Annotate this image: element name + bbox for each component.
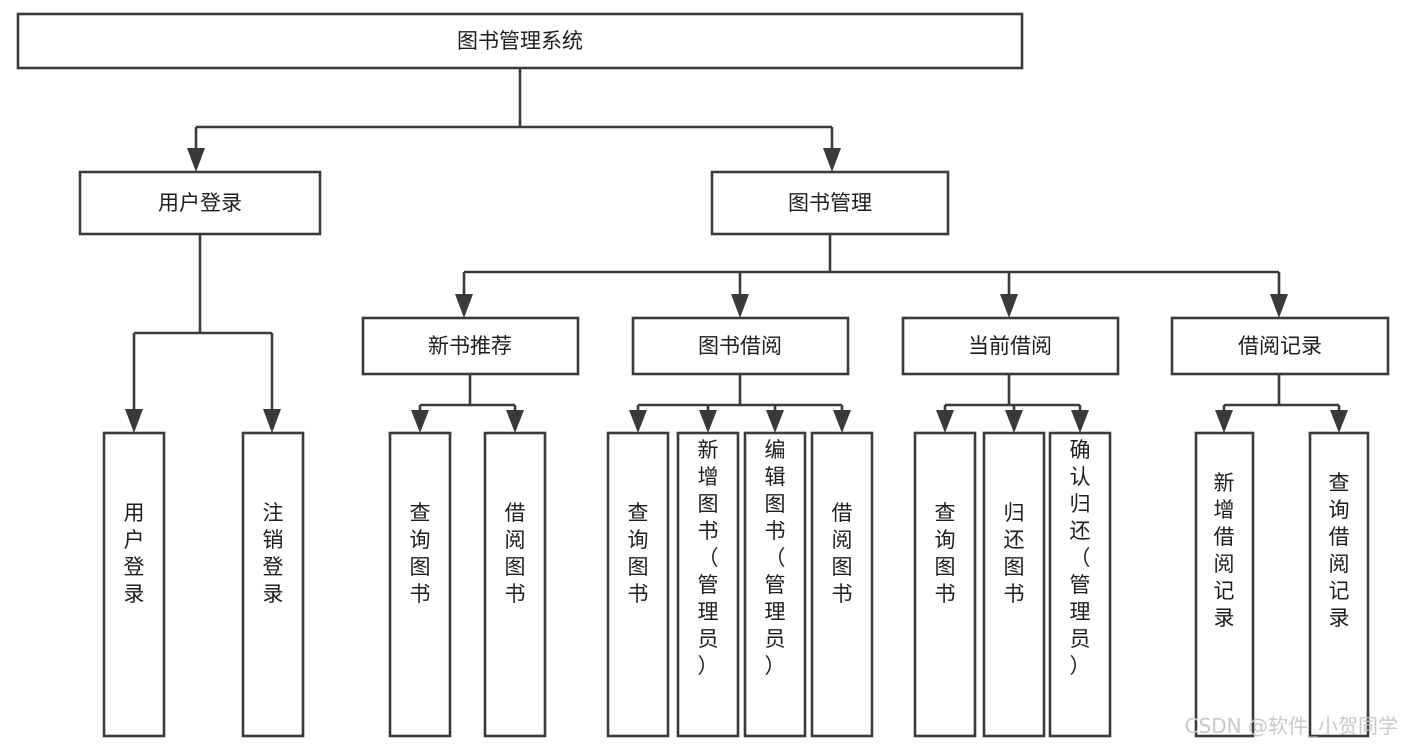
node-leaf-return-book-box[interactable] bbox=[982, 431, 1046, 738]
node-leaf-borrow-book-label: 借阅图书 bbox=[832, 501, 853, 606]
csdn-watermark: CSDN @软件_小贺同学 bbox=[1185, 714, 1398, 738]
node-leaf-query-book-current[interactable]: 查询图书 bbox=[913, 431, 977, 738]
node-leaf-query-book-borrow-box[interactable] bbox=[606, 431, 670, 738]
node-leaf-query-book-recommend[interactable]: 查询图书 bbox=[388, 431, 452, 738]
arrow-head-borrow-record bbox=[1270, 294, 1288, 318]
node-leaf-return-book-label: 归还图书 bbox=[1004, 501, 1025, 606]
arrow-head-leaf-add-borrow-record bbox=[1215, 410, 1233, 433]
node-leaf-confirm-return-admin[interactable]: 确认归还（管理员） bbox=[1048, 431, 1112, 738]
node-book-borrow-box[interactable] bbox=[631, 316, 850, 376]
arrow-head-leaf-borrow-book-recommend bbox=[506, 410, 524, 433]
node-leaf-edit-book-admin-label: 编辑图书（管理员） bbox=[765, 438, 786, 678]
arrow-head-current-borrow bbox=[1000, 294, 1018, 318]
arrow-head-leaf-query-book-borrow bbox=[629, 410, 647, 433]
node-leaf-query-borrow-record-box[interactable] bbox=[1308, 431, 1370, 738]
arrow-head-leaf-borrow-book bbox=[833, 410, 851, 433]
node-leaf-edit-book-admin[interactable]: 编辑图书（管理员） bbox=[743, 431, 807, 738]
node-new-book-recommend-label: 新书推荐 bbox=[428, 334, 512, 358]
arrow-head-user-login bbox=[187, 148, 205, 172]
node-leaf-user-logout-box[interactable] bbox=[241, 431, 305, 738]
node-leaf-add-book-admin[interactable]: 新增图书（管理员） bbox=[676, 431, 740, 738]
node-leaf-borrow-book[interactable]: 借阅图书 bbox=[810, 431, 874, 738]
node-root[interactable]: 图书管理系统 bbox=[16, 12, 1024, 70]
node-leaf-add-borrow-record-label: 新增借阅记录 bbox=[1214, 471, 1235, 630]
node-current-borrow-box[interactable] bbox=[901, 316, 1120, 376]
node-leaf-add-book-admin-label: 新增图书（管理员） bbox=[698, 438, 719, 678]
node-book-management-box[interactable] bbox=[710, 170, 950, 236]
arrow-head-leaf-query-book-current bbox=[936, 410, 954, 433]
node-current-borrow[interactable]: 当前借阅 bbox=[901, 316, 1120, 376]
node-borrow-record-label: 借阅记录 bbox=[1238, 334, 1322, 358]
node-leaf-query-book-borrow-label: 查询图书 bbox=[628, 501, 649, 606]
node-leaf-confirm-return-admin-box[interactable] bbox=[1048, 431, 1112, 738]
arrow-head-leaf-user-logout bbox=[263, 409, 281, 433]
node-user-login-box[interactable] bbox=[78, 170, 322, 236]
node-borrow-record-box[interactable] bbox=[1170, 316, 1390, 376]
node-book-management[interactable]: 图书管理 bbox=[710, 170, 950, 236]
arrow-head-new-book-recommend bbox=[455, 294, 473, 318]
node-leaf-add-book-admin-box[interactable] bbox=[676, 431, 740, 738]
node-leaf-borrow-book-recommend-box[interactable] bbox=[483, 431, 547, 738]
node-leaf-borrow-book-recommend[interactable]: 借阅图书 bbox=[483, 431, 547, 738]
node-leaf-user-login-box[interactable] bbox=[102, 431, 166, 738]
arrow-head-leaf-user-login bbox=[125, 409, 143, 433]
node-leaf-edit-book-admin-box[interactable] bbox=[743, 431, 807, 738]
node-leaf-query-book-current-box[interactable] bbox=[913, 431, 977, 738]
node-leaf-borrow-book-box[interactable] bbox=[810, 431, 874, 738]
node-borrow-record[interactable]: 借阅记录 bbox=[1170, 316, 1390, 376]
arrow-head-book-borrow bbox=[731, 294, 749, 318]
arrow-head-leaf-confirm-return-admin bbox=[1071, 410, 1089, 433]
arrow-head-leaf-edit-book-admin bbox=[766, 410, 784, 433]
node-book-borrow[interactable]: 图书借阅 bbox=[631, 316, 850, 376]
arrow-head-leaf-add-book-admin bbox=[699, 410, 717, 433]
node-leaf-add-borrow-record-box[interactable] bbox=[1194, 431, 1255, 738]
node-leaf-query-book-current-label: 查询图书 bbox=[935, 501, 956, 606]
node-leaf-user-login[interactable]: 用户登录 bbox=[102, 431, 166, 738]
node-leaf-query-book-borrow[interactable]: 查询图书 bbox=[606, 431, 670, 738]
node-leaf-user-login-label: 用户登录 bbox=[124, 501, 145, 606]
node-new-book-recommend[interactable]: 新书推荐 bbox=[361, 316, 580, 376]
arrow-head-leaf-query-borrow-record bbox=[1330, 410, 1348, 433]
node-root-label: 图书管理系统 bbox=[457, 29, 583, 53]
node-leaf-query-book-recommend-box[interactable] bbox=[388, 431, 452, 738]
node-leaf-query-borrow-record[interactable]: 查询借阅记录 bbox=[1308, 431, 1370, 738]
node-leaf-confirm-return-admin-label: 确认归还（管理员） bbox=[1070, 438, 1091, 678]
node-user-login[interactable]: 用户登录 bbox=[78, 170, 322, 236]
node-book-management-label: 图书管理 bbox=[788, 191, 872, 215]
node-leaf-user-logout[interactable]: 注销登录 bbox=[241, 431, 305, 738]
node-leaf-add-borrow-record[interactable]: 新增借阅记录 bbox=[1194, 431, 1255, 738]
node-book-borrow-label: 图书借阅 bbox=[698, 334, 782, 358]
node-leaf-borrow-book-recommend-label: 借阅图书 bbox=[505, 501, 526, 606]
arrow-head-leaf-query-book-recommend bbox=[411, 410, 429, 433]
connector-layer bbox=[125, 68, 1348, 433]
node-new-book-recommend-box[interactable] bbox=[361, 316, 580, 376]
node-leaf-return-book[interactable]: 归还图书 bbox=[982, 431, 1046, 738]
arrow-head-book-management bbox=[823, 148, 841, 172]
arrow-head-leaf-return-book bbox=[1005, 410, 1023, 433]
node-leaf-user-logout-label: 注销登录 bbox=[263, 501, 284, 606]
node-leaf-query-borrow-record-label: 查询借阅记录 bbox=[1329, 471, 1350, 630]
node-current-borrow-label: 当前借阅 bbox=[968, 334, 1052, 358]
node-leaf-query-book-recommend-label: 查询图书 bbox=[410, 501, 431, 606]
node-user-login-label: 用户登录 bbox=[158, 191, 242, 215]
node-root-box[interactable] bbox=[16, 12, 1024, 70]
